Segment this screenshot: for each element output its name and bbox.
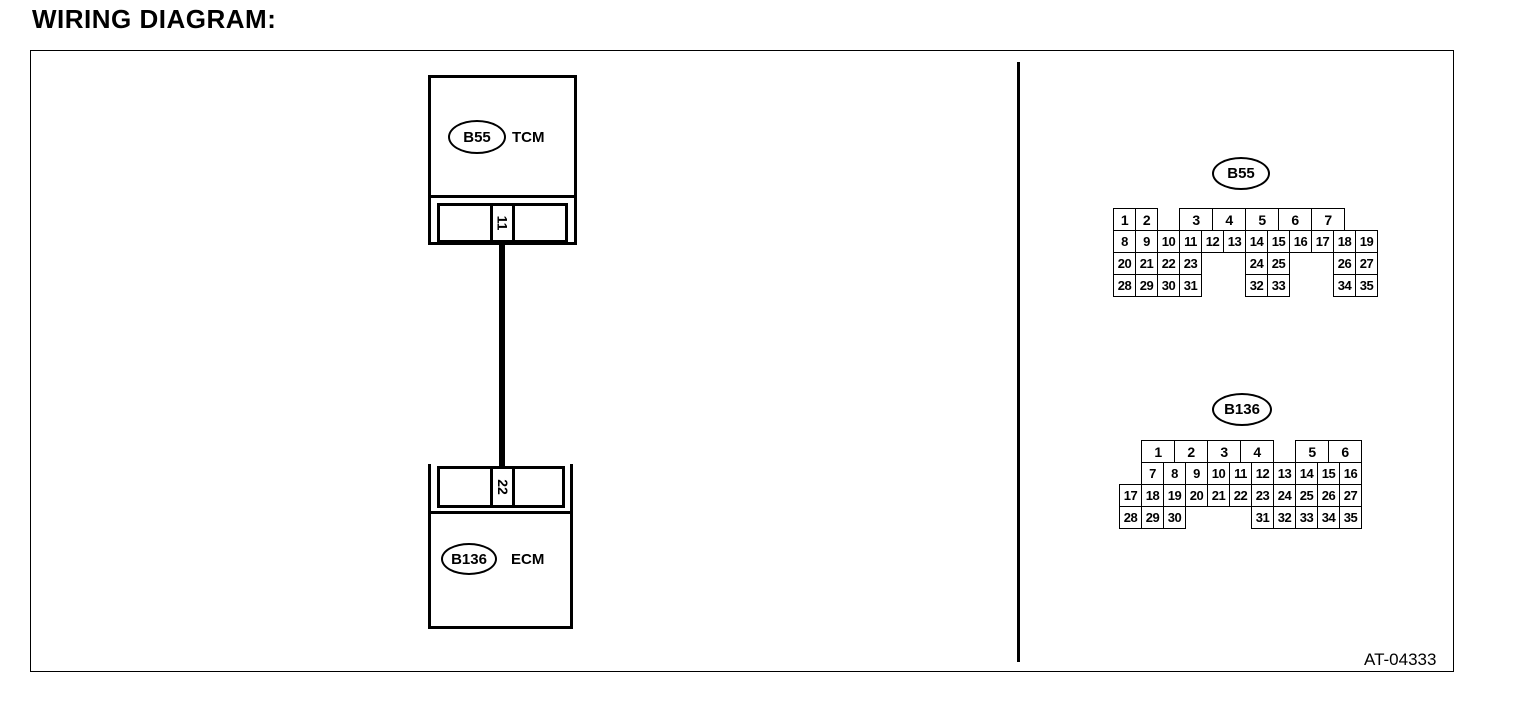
- panel-divider: [1017, 62, 1020, 662]
- b55-pin-cell: 22: [1157, 252, 1180, 275]
- ecm-pin-number: 22: [494, 479, 511, 495]
- b136-pin-cell: 20: [1185, 484, 1208, 507]
- b136-pin-cell: 16: [1339, 462, 1362, 485]
- ecm-label: ECM: [511, 551, 545, 568]
- ecm-right-side: [570, 464, 573, 629]
- b136-pin-cell: 6: [1328, 440, 1362, 463]
- b136-pin-cell: 34: [1317, 506, 1340, 529]
- b55-pin-cell: 35: [1355, 274, 1378, 297]
- tcm-connector-oval: B55: [448, 120, 506, 154]
- b136-pin-cell: 24: [1273, 484, 1296, 507]
- b136-pin-cell: 21: [1207, 484, 1230, 507]
- b136-pin-cell: 23: [1251, 484, 1274, 507]
- b136-pin-cell: 14: [1295, 462, 1318, 485]
- b136-pin-cell: 13: [1273, 462, 1296, 485]
- b136-pin-cell: 35: [1339, 506, 1362, 529]
- b55-pin-cell: 24: [1245, 252, 1268, 275]
- b55-pin-cell: 4: [1212, 208, 1246, 231]
- b136-pin-cell: 28: [1119, 506, 1142, 529]
- b55-pin-cell: 31: [1179, 274, 1202, 297]
- diagram-frame: [30, 50, 1454, 672]
- b136-pin-cell: 4: [1240, 440, 1274, 463]
- b136-pin-cell: 17: [1119, 484, 1142, 507]
- b55-pin-cell: 20: [1113, 252, 1136, 275]
- tcm-connector-body: [437, 203, 568, 243]
- b136-pin-cell: 32: [1273, 506, 1296, 529]
- b136-face-label: B136: [1212, 393, 1272, 426]
- b55-pin-cell: 1: [1113, 208, 1136, 231]
- b136-pin-cell: 15: [1317, 462, 1340, 485]
- b55-pin-cell: 29: [1135, 274, 1158, 297]
- b55-pin-cell: 2: [1135, 208, 1158, 231]
- b55-pin-cell: 12: [1201, 230, 1224, 253]
- b55-pin-cell: 5: [1245, 208, 1279, 231]
- b55-pin-cell: 32: [1245, 274, 1268, 297]
- b136-pin-cell: 33: [1295, 506, 1318, 529]
- b55-pin-cell: 33: [1267, 274, 1290, 297]
- b136-pin-cell: 2: [1174, 440, 1208, 463]
- b136-pin-cell: 18: [1141, 484, 1164, 507]
- b55-pin-cell: 15: [1267, 230, 1290, 253]
- b136-pin-cell: 29: [1141, 506, 1164, 529]
- b55-pin-cell: 19: [1355, 230, 1378, 253]
- b136-pin-cell: 3: [1207, 440, 1241, 463]
- ecm-left-side: [428, 464, 431, 629]
- b55-pin-cell: 18: [1333, 230, 1356, 253]
- b55-pin-cell: 13: [1223, 230, 1246, 253]
- b136-pin-cell: 30: [1163, 506, 1186, 529]
- b136-pin-cell: 31: [1251, 506, 1274, 529]
- diagram-title: WIRING DIAGRAM:: [32, 4, 277, 34]
- b136-pin-cell: 25: [1295, 484, 1318, 507]
- b136-pin-cell: 27: [1339, 484, 1362, 507]
- tcm-separator: [428, 195, 577, 198]
- tcm-label: TCM: [512, 129, 545, 146]
- b55-pin-cell: 7: [1311, 208, 1345, 231]
- b136-pin-cell: 11: [1229, 462, 1252, 485]
- ecm-connector-oval: B136: [441, 543, 497, 575]
- b55-pin-cell: 14: [1245, 230, 1268, 253]
- b55-pin-cell: 9: [1135, 230, 1158, 253]
- b55-pin-cell: 10: [1157, 230, 1180, 253]
- b136-pin-cell: 10: [1207, 462, 1230, 485]
- tcm-ecm-wire: [499, 243, 505, 467]
- b55-face-label: B55: [1212, 157, 1270, 190]
- b136-pin-cell: 12: [1251, 462, 1274, 485]
- b136-pin-cell: 19: [1163, 484, 1186, 507]
- ecm-pin-wall-left: [490, 466, 493, 508]
- b55-pin-cell: 21: [1135, 252, 1158, 275]
- b55-pin-cell: 34: [1333, 274, 1356, 297]
- b55-pin-cell: 23: [1179, 252, 1202, 275]
- tcm-pin-number: 11: [494, 215, 511, 231]
- b136-pin-cell: 22: [1229, 484, 1252, 507]
- ecm-separator: [428, 511, 573, 514]
- b55-pin-cell: 8: [1113, 230, 1136, 253]
- figure-code: AT-04333: [1364, 650, 1437, 669]
- b136-pin-cell: 7: [1141, 462, 1164, 485]
- b55-pin-cell: 25: [1267, 252, 1290, 275]
- b55-pin-cell: 30: [1157, 274, 1180, 297]
- b55-pin-cell: 6: [1278, 208, 1312, 231]
- b136-pin-cell: 8: [1163, 462, 1186, 485]
- b55-pin-cell: 26: [1333, 252, 1356, 275]
- b55-pin-cell: 27: [1355, 252, 1378, 275]
- b55-pin-cell: 17: [1311, 230, 1334, 253]
- ecm-connector-body: [437, 466, 565, 508]
- b55-pin-cell: 16: [1289, 230, 1312, 253]
- tcm-pin-wall-left: [490, 203, 493, 243]
- ecm-pin-wall-right: [512, 466, 515, 508]
- b136-pin-cell: 26: [1317, 484, 1340, 507]
- tcm-pin-wall-right: [512, 203, 515, 243]
- b136-pin-cell: 5: [1295, 440, 1329, 463]
- b55-pin-cell: 11: [1179, 230, 1202, 253]
- b136-pin-cell: 1: [1141, 440, 1175, 463]
- ecm-bottom: [428, 626, 573, 629]
- b136-pin-cell: 9: [1185, 462, 1208, 485]
- b55-pin-cell: 3: [1179, 208, 1213, 231]
- b55-pin-cell: 28: [1113, 274, 1136, 297]
